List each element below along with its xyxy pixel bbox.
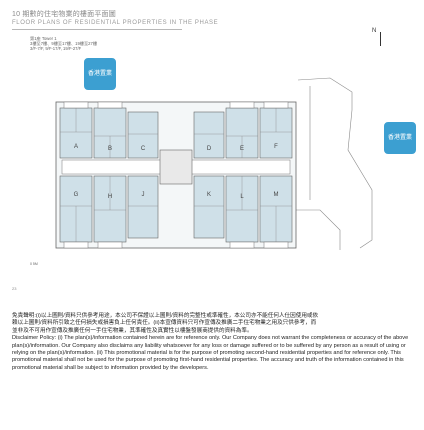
unit-label: K	[207, 192, 211, 198]
watermark-logo-top: 香港置業	[84, 58, 116, 90]
tower-floor-note: 第1座 Tower 1 3樓至7樓、9樓至17樓、19樓至27樓 3/F-7/F…	[30, 36, 150, 52]
tower-note-line1: 第1座 Tower 1	[30, 36, 57, 41]
unit-label: D	[207, 146, 212, 152]
unit-label: H	[108, 194, 112, 200]
bay-windows	[63, 101, 289, 249]
section-title-cn: 10 期數的住宅物業的樓面平面圖	[12, 11, 116, 18]
site-boundary	[296, 77, 373, 250]
north-arrow-icon: N	[372, 28, 390, 50]
north-arrow-shaft	[380, 32, 382, 46]
unit-labels: A B C D E F G H J K L M	[74, 144, 279, 200]
floor-plan-drawing: A B C D E F G H J K L M	[55, 77, 373, 250]
watermark-icon: 香港置業	[84, 58, 116, 90]
unit-label: G	[74, 192, 79, 198]
header-divider	[12, 29, 182, 30]
unit-label: L	[240, 194, 244, 200]
unit-label: M	[274, 192, 279, 198]
watermark-icon: 香港置業	[384, 122, 416, 154]
unit-label: A	[74, 144, 78, 150]
scale-bar: 0 5M	[30, 262, 38, 266]
north-label: N	[372, 28, 377, 34]
section-title-en: FLOOR PLANS OF RESIDENTIAL PROPERTIES IN…	[12, 20, 219, 26]
tower-note-line3: 3/F-7/F, 9/F-17/F, 19/F-27/F	[30, 46, 82, 52]
unit-label: B	[108, 146, 112, 152]
page-number: 23	[12, 286, 17, 291]
unit-label: C	[141, 146, 146, 152]
unit-label: E	[240, 146, 244, 152]
disclaimer-cn-line3: 並非及不可用作宣傳及推廣任何一手住宅物業，其準確性及真實性以樓盤發展商提供的資料…	[12, 327, 253, 334]
unit-label: J	[142, 192, 145, 198]
watermark-logo-right: 香港置業	[384, 122, 416, 154]
interior-partitions	[60, 108, 292, 242]
disclaimer-cn-line1: 免責聲明:(i)以上圖則/資料只供參考用途，本公司不保證以上圖則/資料的完整性或…	[12, 313, 319, 319]
document-header: 10 期數的住宅物業的樓面平面圖 FLOOR PLANS OF RESIDENT…	[12, 10, 312, 27]
unit-label: F	[274, 144, 278, 150]
upper-units	[59, 107, 293, 159]
disclaimer-cn-line2: 賴以上圖則/資料所引致之任何損失或損害負上任何責任。(ii)本宣傳資料只可作宣傳…	[12, 320, 317, 327]
disclaimer-block: 免責聲明:(i)以上圖則/資料只供參考用途，本公司不保證以上圖則/資料的完整性或…	[12, 313, 416, 372]
tower-note-line2: 3樓至7樓、9樓至17樓、19樓至27樓	[30, 41, 98, 47]
disclaimer-en: Disclaimer Policy: (i) The plan(s)/infor…	[12, 335, 409, 371]
